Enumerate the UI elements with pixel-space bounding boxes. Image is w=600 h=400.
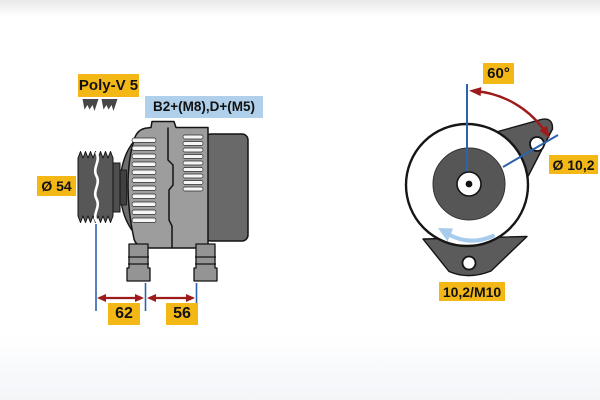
angle-label: 60°	[483, 63, 514, 84]
angle-arc	[469, 87, 550, 139]
side-view	[77, 120, 249, 311]
vent-slots-front	[131, 137, 157, 223]
terminal-label: B2+(M8),D+(M5)	[145, 96, 263, 118]
dimension-56-label: 56	[166, 303, 198, 325]
belt-type-label: Poly-V 5	[78, 74, 139, 97]
bottom-shade	[0, 333, 600, 400]
shaft-center-dot	[465, 180, 473, 188]
mounting-ear-bottom	[422, 235, 528, 277]
rear-housing	[204, 133, 249, 242]
housing-seam	[167, 127, 174, 248]
pulley-break-line	[93, 151, 100, 223]
belt-profile-icon	[82, 98, 99, 112]
dimension-arrows	[97, 294, 195, 302]
vent-slots-rear	[182, 134, 204, 192]
hole-axis-line	[502, 134, 559, 168]
mount-hole-bottom	[461, 255, 477, 271]
front-view	[404, 84, 559, 277]
dimension-62-label: 62	[108, 303, 140, 325]
hole-diameter-label: Ø 10,2	[549, 155, 598, 174]
pulley-diameter-label: Ø 54	[37, 176, 76, 196]
mount-spec-label: 10,2/M10	[439, 282, 505, 301]
belt-profile-icon	[101, 98, 118, 112]
pulley-shaft	[119, 169, 127, 206]
rotation-arrow-icon	[438, 228, 495, 243]
top-shade	[0, 0, 600, 17]
mounting-lugs	[126, 243, 218, 282]
